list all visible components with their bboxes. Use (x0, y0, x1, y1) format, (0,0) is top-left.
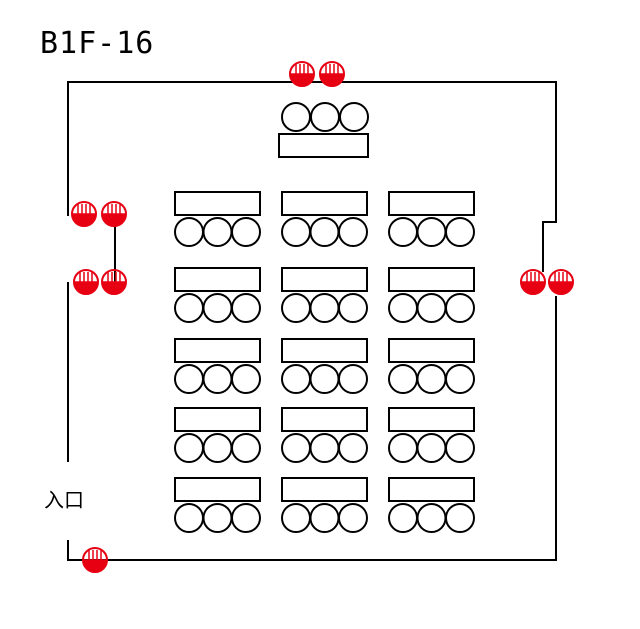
front-seat (339, 102, 369, 132)
power-outlet-icon (548, 269, 574, 295)
seat (231, 433, 261, 463)
power-outlets (71, 61, 574, 573)
desk (388, 338, 475, 363)
desk (388, 267, 475, 292)
desk-unit (174, 191, 261, 247)
desk (174, 267, 261, 292)
desk (281, 407, 368, 432)
seat (416, 293, 447, 323)
desk (174, 338, 261, 363)
power-outlet-icon (82, 547, 108, 573)
desk-unit (174, 338, 261, 394)
seat (309, 364, 340, 394)
desk (174, 407, 261, 432)
seat (338, 364, 368, 394)
seat (202, 503, 233, 533)
desk-unit (388, 338, 475, 394)
seat (338, 503, 368, 533)
seat (231, 217, 261, 247)
seat (416, 217, 447, 247)
seat (388, 217, 418, 247)
desk-unit (388, 477, 475, 533)
desk-unit (174, 407, 261, 463)
power-outlet-icon (73, 269, 99, 295)
front-desk-group (278, 102, 369, 158)
seat (174, 433, 204, 463)
front-seat (310, 102, 340, 132)
power-outlet-icon (71, 201, 97, 227)
seat (202, 433, 233, 463)
seat (445, 217, 475, 247)
wall-right-lower (67, 296, 557, 561)
seat (388, 293, 418, 323)
seat (281, 293, 311, 323)
seat (174, 364, 204, 394)
desk (281, 267, 368, 292)
seat (445, 503, 475, 533)
power-outlet-icon (289, 61, 315, 87)
wall-top-left (67, 81, 557, 272)
seat (388, 364, 418, 394)
seat (202, 217, 233, 247)
seat (338, 433, 368, 463)
seat (309, 293, 340, 323)
student-desk-grid (174, 191, 475, 533)
desk (388, 477, 475, 502)
seat (281, 503, 311, 533)
seat (202, 293, 233, 323)
room-name: B1F-16 (40, 26, 155, 61)
seat (338, 293, 368, 323)
seat (309, 503, 340, 533)
walls (67, 81, 557, 561)
seat (231, 364, 261, 394)
seat (309, 433, 340, 463)
power-outlet-icon (319, 61, 345, 87)
power-outlet-icon (101, 269, 127, 295)
seat (174, 217, 204, 247)
seat (281, 364, 311, 394)
desk (281, 477, 368, 502)
desk (174, 191, 261, 216)
desk (281, 191, 368, 216)
seat (281, 433, 311, 463)
seat (231, 293, 261, 323)
seat (416, 503, 447, 533)
desk-unit (388, 191, 475, 247)
desk-unit (174, 267, 261, 323)
seat (309, 217, 340, 247)
desk (388, 191, 475, 216)
seat (416, 364, 447, 394)
seat (174, 503, 204, 533)
desk-unit (281, 407, 368, 463)
desk-unit (388, 267, 475, 323)
seat (416, 433, 447, 463)
seat (388, 433, 418, 463)
seat (445, 433, 475, 463)
front-desk (278, 133, 369, 158)
seat (174, 293, 204, 323)
desk-unit (281, 477, 368, 533)
desk (174, 477, 261, 502)
seat (445, 364, 475, 394)
seat (445, 293, 475, 323)
desk-unit (281, 191, 368, 247)
desk-unit (388, 407, 475, 463)
seat (202, 364, 233, 394)
seat (281, 217, 311, 247)
entrance-label: 入口 (44, 488, 84, 512)
seat (338, 217, 368, 247)
desk-unit (281, 267, 368, 323)
desk (388, 407, 475, 432)
desk-unit (174, 477, 261, 533)
desk (281, 338, 368, 363)
power-outlet-icon (520, 269, 546, 295)
seat (388, 503, 418, 533)
front-seat (281, 102, 311, 132)
power-outlet-icon (101, 201, 127, 227)
seat (231, 503, 261, 533)
desk-unit (281, 338, 368, 394)
